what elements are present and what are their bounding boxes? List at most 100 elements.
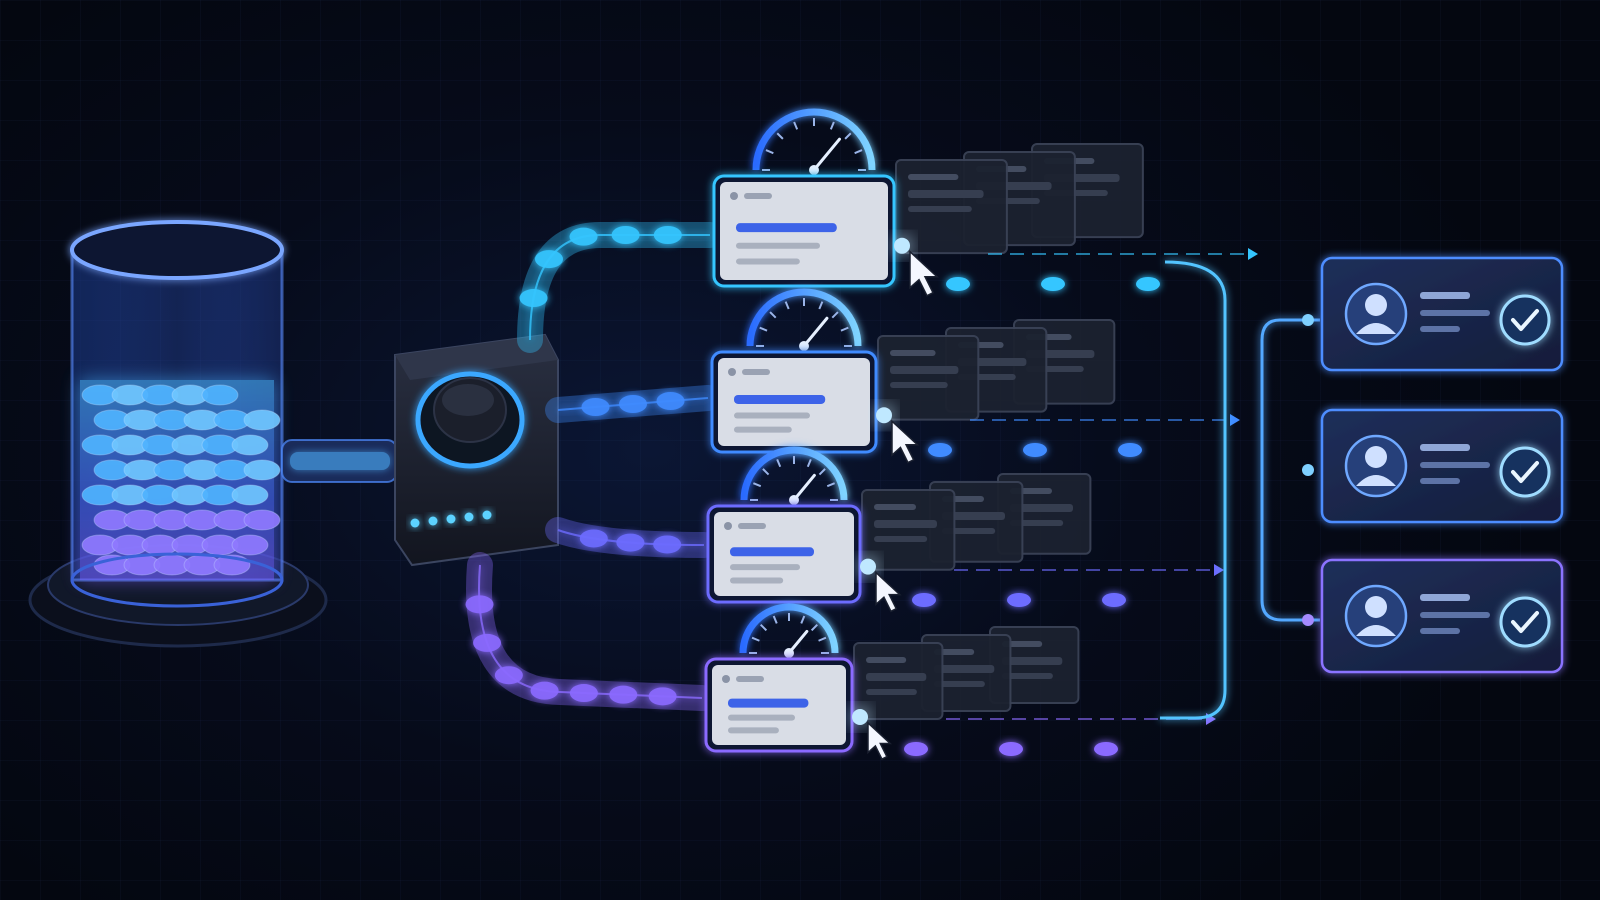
gauge-tick — [776, 458, 782, 468]
card-line — [728, 727, 779, 734]
card-line — [736, 242, 820, 249]
gauge-tick — [826, 482, 836, 488]
result-line — [1420, 444, 1470, 451]
gauge-tick — [844, 132, 852, 140]
token-dot — [579, 529, 608, 548]
token-dot — [530, 681, 559, 700]
speed-gauge-icon — [746, 288, 862, 351]
token-dot — [581, 398, 610, 416]
avatar-head — [1365, 596, 1387, 618]
gauge-arc — [739, 603, 839, 654]
check-circle-icon — [1499, 294, 1551, 346]
mouse-cursor-icon — [891, 419, 920, 464]
gauge-hub — [799, 341, 809, 351]
card-dot — [722, 675, 730, 683]
queued-card-body — [861, 489, 956, 571]
click-spark — [860, 558, 876, 575]
queued-card-line — [934, 681, 985, 687]
gauge-tick — [751, 636, 760, 642]
lane-3 — [545, 446, 1224, 613]
queued-card-line — [1010, 504, 1073, 512]
gauge-tick — [772, 615, 778, 624]
result-cards — [1320, 256, 1564, 674]
gauge-tick — [793, 121, 799, 130]
token-coin — [201, 384, 239, 406]
gauge-tick — [752, 482, 762, 488]
queued-task-card — [877, 335, 980, 421]
gauge-tick — [759, 326, 768, 332]
token-pile — [81, 384, 281, 576]
gauge-tick — [829, 121, 835, 130]
card-highlight-bar — [736, 223, 837, 233]
status-led — [482, 510, 492, 520]
queued-card-line — [1002, 657, 1063, 665]
result-line — [1420, 594, 1470, 601]
feed-tube — [281, 439, 398, 483]
active-task-card — [706, 504, 862, 604]
result-line — [1420, 628, 1460, 634]
gauge-tick — [776, 132, 784, 140]
result-card-2 — [1320, 408, 1564, 524]
queued-card-line — [874, 536, 928, 542]
queued-task-card — [895, 159, 1008, 255]
token-coin — [243, 459, 281, 481]
result-line — [1420, 478, 1460, 484]
queued-task-card — [921, 634, 1012, 712]
lane-1 — [517, 108, 1258, 353]
gauge-tick — [806, 458, 812, 468]
gauge-tick — [762, 468, 770, 476]
card-line — [734, 412, 810, 419]
token-dot — [616, 533, 645, 552]
output-token — [912, 593, 936, 607]
status-led — [464, 512, 474, 522]
result-line — [1420, 462, 1490, 468]
gauge-arc — [740, 446, 848, 501]
queued-task-card — [989, 626, 1080, 704]
gauge-tick — [818, 468, 826, 476]
token-dot — [619, 395, 647, 413]
queued-card-line — [890, 350, 936, 356]
lane-4 — [465, 552, 1216, 761]
gauge-tick — [800, 615, 806, 624]
card-line — [734, 426, 792, 433]
token-dot — [609, 685, 638, 704]
check-mark — [1511, 461, 1539, 483]
gauge-hub — [789, 495, 799, 505]
queued-card-line — [866, 657, 907, 663]
check-mark — [1511, 309, 1539, 331]
card-line — [736, 258, 800, 265]
check-ring — [1499, 294, 1551, 346]
card-highlight-bar — [730, 547, 814, 557]
active-task-card — [704, 657, 854, 753]
result-line — [1420, 310, 1490, 316]
output-token — [999, 742, 1023, 756]
queued-card-line — [908, 190, 984, 198]
gauge-tick — [831, 311, 839, 319]
gauge-needle — [812, 137, 841, 172]
queued-card-line — [890, 382, 948, 388]
queued-task-card — [861, 489, 956, 571]
queued-card-line — [908, 206, 972, 212]
token-dot — [534, 250, 563, 269]
card-highlight-bar — [728, 698, 809, 708]
queued-card-line — [874, 520, 937, 528]
gauge-hub — [809, 165, 819, 175]
avatar-body — [1356, 475, 1396, 486]
status-leds — [410, 510, 492, 528]
gauge-arc — [752, 108, 876, 171]
output-token — [1102, 593, 1126, 607]
speed-gauge-icon — [739, 603, 839, 658]
gauge-tick — [769, 311, 777, 319]
token-dot — [494, 666, 523, 685]
card-highlight-bar — [734, 394, 826, 404]
token-coin — [243, 409, 281, 431]
token-dot — [653, 535, 682, 554]
queued-card-line — [874, 504, 916, 510]
arrowhead — [1214, 564, 1224, 576]
output-token — [928, 443, 952, 457]
gauge-tick — [760, 624, 768, 632]
card-line — [730, 564, 800, 571]
mouse-cursor-icon — [875, 570, 902, 613]
token-dot — [569, 684, 598, 703]
avatar-head — [1365, 294, 1387, 316]
